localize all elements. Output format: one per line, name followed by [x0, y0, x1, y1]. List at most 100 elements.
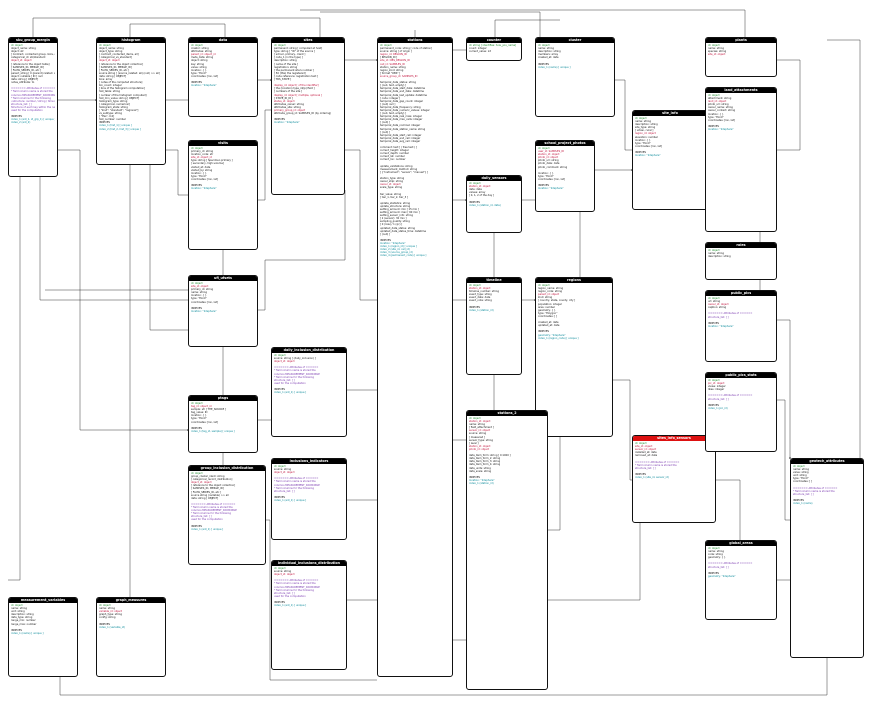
table-field: id: object — [469, 417, 481, 420]
table-field: location: "2dsphere" — [635, 154, 661, 158]
table-field: permanent: string [ computed at host] — [274, 47, 323, 51]
table-field: site_type: string — [635, 126, 656, 130]
table-field: INDEXES — [380, 238, 391, 242]
table-field: object: nullable [ ID ] null — [11, 74, 43, 78]
table-field: columns MEASUREMENT_DATATABLE — [191, 509, 237, 513]
table-field: id: object — [469, 182, 481, 185]
table-field: visited_at: date — [191, 165, 211, 169]
table-field: display_id: object [ of the identifier] — [274, 84, 319, 88]
table-field: <structure: number / string / time> — [11, 99, 55, 103]
table-title: sites_info_sensors — [633, 436, 715, 441]
table-field: sampling_quality: string — [380, 220, 410, 224]
table-field: index_1 (station_id) — [469, 308, 494, 312]
table-field: source_group_id: SAMPLES_ID — [380, 74, 418, 78]
table-field: location: { } — [635, 138, 651, 142]
table-field: owner_ship: string — [380, 180, 403, 184]
table-field: data: string [ OBJECT] — [99, 74, 127, 78]
table-field: [ code: integer ] — [380, 96, 401, 100]
table-title: global_areas — [706, 541, 776, 546]
table-field: structure_list: [ ] — [708, 397, 729, 401]
table-field: parent_id: object_id — [191, 53, 216, 57]
table-field: index_1 (ent_1, id_grp_1) [ unique ] — [11, 118, 55, 122]
table-field: index_1 (station_id) — [469, 481, 494, 485]
table-field: tag_id: object_id — [191, 405, 212, 409]
table-title: cluster — [536, 38, 614, 43]
table-field: id: object — [708, 297, 720, 300]
table-field: [ the (location) type_id(ip) field ] — [274, 87, 315, 91]
table-field: location: { } — [191, 414, 207, 418]
table-field: site_id: object — [708, 53, 726, 57]
table-field: used for the computation — [191, 518, 223, 522]
table-field: coordinates: [ ] — [538, 314, 558, 318]
table-field: measurement_method: string — [380, 167, 418, 171]
table-field: attributes: string — [191, 50, 213, 54]
table-field: [ (null) ] — [380, 130, 391, 134]
table-field: id: object — [708, 547, 720, 550]
table-field: index_1 (pic_id) — [708, 406, 728, 410]
table-field: region_kind: string — [380, 68, 404, 72]
table-field: location: { } — [191, 171, 207, 175]
table-field: * field columns for the following — [11, 96, 51, 100]
relation-line — [32, 17, 321, 37]
table-field: creator: string — [191, 47, 209, 51]
table-field: name: string — [708, 252, 724, 256]
table-field: timeline_number: string — [469, 290, 499, 294]
table-field: setting_amount: max [ 60 min ] — [380, 211, 420, 215]
table-field: temporal_data_numeric_values: integer — [380, 108, 430, 112]
table-field: structure_list: [ ] — [274, 489, 295, 493]
table-field: id: object — [191, 44, 203, 47]
table-field: INDEXES — [793, 499, 804, 503]
table-field: tag_value: ID — [191, 411, 208, 415]
table-field: config: string — [99, 616, 116, 620]
table-title: individual_inclusions_distribution — [272, 561, 346, 566]
table-field: INDEXES — [538, 184, 549, 188]
table-field: parent_string [ 0 (parent) related: all]… — [11, 71, 55, 75]
table-field: [ bins of the histogram computation] — [99, 87, 146, 91]
relation-line — [615, 79, 632, 151]
table-field: id: object — [11, 604, 23, 607]
table-title: timeline — [467, 278, 521, 283]
table-field: temporal_data_status: string — [380, 81, 416, 85]
table-field: * field columns for the following — [191, 512, 231, 516]
relation-line — [494, 19, 560, 37]
table-field: index_1 (name) [ unique ] — [11, 631, 44, 635]
table-field: [ STATE_ID_ID ] — [274, 96, 293, 100]
table-field: id: object — [708, 379, 720, 382]
